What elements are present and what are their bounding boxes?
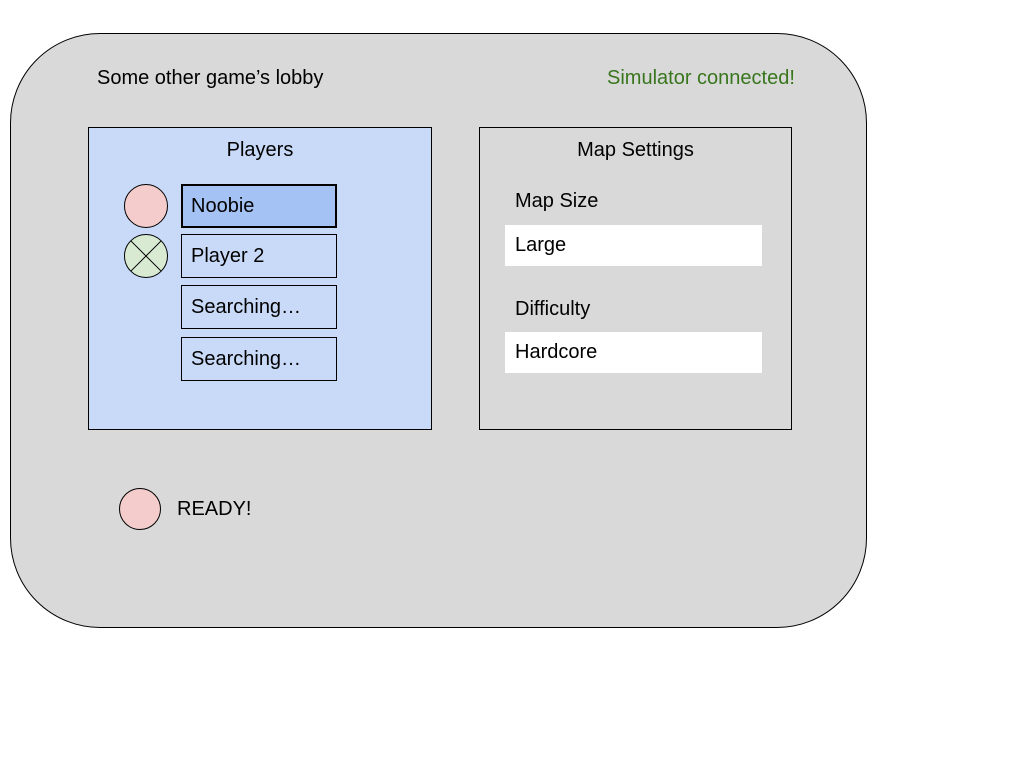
players-panel: Players Noobie Player 2 Searching… Searc… (88, 127, 432, 430)
player-slot-searching-2[interactable]: Searching… (181, 337, 337, 381)
circle-x-icon (124, 234, 168, 278)
player-slot-noobie[interactable]: Noobie (181, 184, 337, 228)
ready-button[interactable]: READY! (119, 488, 251, 530)
lobby-title: Some other game’s lobby (97, 67, 324, 89)
player-avatar-pink-circle-icon (124, 184, 168, 228)
simulator-status: Simulator connected! (607, 67, 795, 89)
difficulty-field[interactable]: Hardcore (505, 332, 762, 373)
player-slot-row: Searching… (89, 337, 431, 381)
difficulty-label: Difficulty (515, 298, 591, 320)
player-slot-row: Noobie (89, 184, 431, 228)
ready-label: READY! (177, 498, 252, 520)
ready-indicator-circle-icon[interactable] (119, 488, 161, 530)
map-size-label: Map Size (515, 190, 599, 212)
lobby-window: Some other game’s lobby Simulator connec… (10, 33, 867, 628)
map-settings-title: Map Settings (577, 139, 694, 161)
player-avatar-circle-x-icon (124, 234, 168, 278)
players-panel-title: Players (226, 139, 294, 161)
player-slot-row: Searching… (89, 285, 431, 329)
circle-icon (124, 184, 168, 228)
player-slot-searching-1[interactable]: Searching… (181, 285, 337, 329)
player-slot-player2[interactable]: Player 2 (181, 234, 337, 278)
player-slot-row: Player 2 (89, 234, 431, 278)
map-settings-panel: Map Settings Map Size Large Difficulty H… (479, 127, 792, 430)
map-size-field[interactable]: Large (505, 225, 762, 266)
